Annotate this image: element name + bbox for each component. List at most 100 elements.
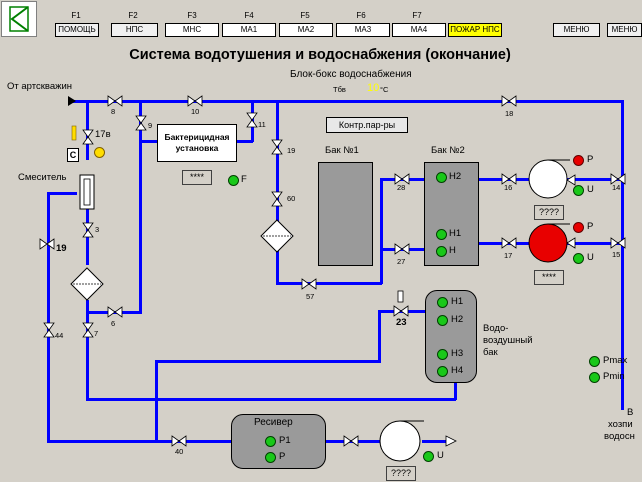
indicator-p-receiver-label: Р: [279, 451, 286, 462]
logo-icon[interactable]: [1, 1, 37, 37]
valve-9-label: 9: [148, 121, 153, 130]
indicator-f-label: F: [241, 174, 247, 185]
pipe: [236, 140, 253, 143]
indicator-f: [228, 175, 239, 186]
control-params-button[interactable]: Контр.пар-ры: [326, 117, 408, 133]
receiver-label: Ресивер: [254, 417, 293, 428]
valve-15-label: 15: [612, 250, 621, 259]
indicator-h2: [436, 172, 447, 183]
pipe-main-top: [68, 100, 623, 103]
bactericidal-value: ****: [182, 170, 212, 185]
pipe: [378, 310, 426, 313]
menu-button-2[interactable]: МЕНЮ: [607, 23, 642, 37]
indicator-h: [436, 246, 447, 257]
pipe: [86, 311, 142, 314]
indicator-h1-label: Н1: [449, 228, 462, 239]
temp-unit: °С: [380, 85, 389, 94]
pump3-value: ????: [386, 466, 416, 481]
indicator-h1b-label: Н1: [451, 296, 464, 307]
indicator-p1-label: Р1: [279, 435, 291, 446]
indicator-pmax: [589, 356, 600, 367]
pipe: [378, 310, 381, 363]
indicator-p-receiver: [265, 452, 276, 463]
valve-18-label: 18: [505, 109, 514, 118]
tank2-label: Бак №2: [431, 145, 465, 156]
tank1-label: Бак №1: [325, 145, 359, 156]
bactericidal-unit[interactable]: Бактерицидная установка: [157, 124, 237, 162]
indicator-u-label: U: [587, 252, 594, 263]
indicator-pmin-label: Pmin: [603, 371, 625, 382]
indicator-u-label: U: [587, 184, 594, 195]
source-label: От артскважин: [7, 81, 73, 92]
page-subtitle: Блок-бокс водоснабжения: [290, 69, 412, 80]
indicator-17v: [94, 147, 105, 158]
pipe: [422, 440, 450, 443]
fkey-label: F4: [244, 11, 254, 20]
receiver-tank[interactable]: [231, 414, 326, 469]
help-button[interactable]: ПОМОЩЬ: [55, 23, 99, 37]
side-label-3: водосн: [604, 431, 635, 442]
valve-14-label: 14: [612, 183, 621, 192]
indicator-u-pump2: [573, 253, 584, 264]
indicator-p-label: Р: [587, 221, 594, 232]
c-box[interactable]: С: [67, 148, 79, 162]
fkey-label: F3: [187, 11, 197, 20]
valve-19b-label: 19: [56, 243, 67, 254]
pipe: [251, 100, 254, 142]
valve-6-label: 6: [111, 319, 116, 328]
tank1[interactable]: [318, 162, 373, 266]
valve-60-label: 60: [287, 194, 296, 203]
ma4-button[interactable]: МА4: [392, 23, 446, 37]
indicator-pmin: [589, 372, 600, 383]
pipe: [326, 440, 380, 443]
water-air-tank[interactable]: [425, 290, 477, 383]
pipe: [155, 360, 380, 363]
valve-7-label: 7: [94, 329, 99, 338]
indicator-u-pump1: [573, 185, 584, 196]
indicator-p-pump2: [573, 222, 584, 233]
indicator-h3-label: Н3: [451, 348, 464, 359]
fkey-label: F1: [71, 11, 81, 20]
side-label-2: хозпи: [608, 419, 633, 430]
indicator-u-label: U: [437, 450, 444, 461]
indicator-h4: [437, 366, 448, 377]
mixer-label: Смеситель: [18, 172, 67, 183]
pipe: [139, 100, 142, 313]
indicator-h2b-label: Н2: [451, 314, 464, 325]
tank2[interactable]: [424, 162, 479, 266]
temp-label: Тбв: [333, 85, 346, 94]
pump-2[interactable]: [528, 221, 572, 270]
indicator-p-pump1: [573, 155, 584, 166]
indicator-h3: [437, 349, 448, 360]
valve-23-label: 23: [396, 317, 407, 328]
valve-57-label: 57: [306, 292, 315, 301]
ma2-button[interactable]: МА2: [279, 23, 333, 37]
pipe: [47, 192, 77, 195]
fkey-label: F2: [128, 11, 138, 20]
side-label-1: В: [627, 407, 634, 418]
valve-16-label: 16: [504, 183, 513, 192]
indicator-u-pump3: [423, 451, 434, 462]
pipe: [380, 248, 425, 251]
pump-3[interactable]: [378, 419, 426, 468]
indicator-pmax-label: Pmax: [603, 355, 628, 366]
ma3-button[interactable]: МА3: [336, 23, 390, 37]
mns-button[interactable]: МНС: [165, 23, 219, 37]
nps-button[interactable]: НПС: [111, 23, 158, 37]
valve-17-label: 17: [504, 251, 513, 260]
ma1-button[interactable]: МА1: [222, 23, 276, 37]
pipe: [380, 178, 425, 181]
pipe: [139, 140, 157, 143]
pipe: [86, 205, 89, 265]
fire-nps-button[interactable]: ПОЖАР НПС: [448, 23, 502, 37]
pipe: [47, 440, 232, 443]
temp-value: 10: [367, 82, 380, 94]
valve-10-label: 10: [191, 107, 200, 116]
pipe: [155, 360, 158, 442]
page-title: Система водотушения и водоснабжения (око…: [129, 47, 511, 63]
menu-button[interactable]: МЕНЮ: [553, 23, 600, 37]
pump-1[interactable]: [528, 157, 572, 206]
valve-11-label: 11: [258, 120, 266, 129]
water-air-label-3: бак: [483, 347, 498, 358]
